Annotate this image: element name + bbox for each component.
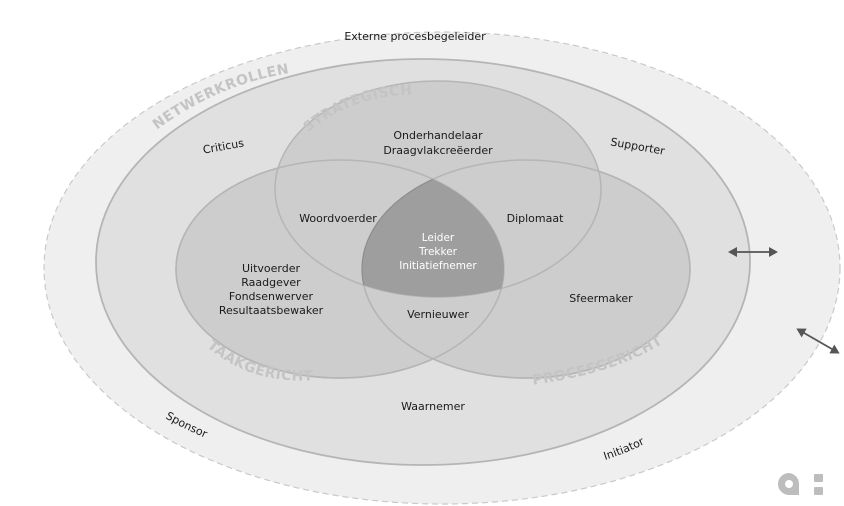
task-role: Raadgever	[241, 276, 301, 289]
task-role: Uitvoerder	[242, 262, 301, 275]
task-role: Resultaatsbewaker	[219, 304, 324, 317]
strategic-task-overlap-label: Woordvoerder	[299, 212, 377, 225]
task-role: Fondsenwerver	[229, 290, 314, 303]
task-process-overlap-label: Vernieuwer	[407, 308, 469, 321]
process-role: Sfeermaker	[569, 292, 633, 305]
double-arrow-icon	[796, 328, 840, 354]
center-role: Trekker	[418, 246, 458, 258]
center-role: Initiatiefnemer	[399, 260, 477, 272]
center-role: Leider	[422, 232, 455, 244]
logo-icon	[778, 473, 823, 495]
waarnemer-label: Waarnemer	[401, 400, 465, 413]
external-facilitator-label: Externe procesbegeleider	[344, 30, 486, 43]
strategic-role: Onderhandelaar	[393, 129, 483, 142]
center-intersection	[361, 160, 504, 297]
strategic-process-overlap-label: Diplomaat	[507, 212, 564, 225]
strategic-role: Draagvlakcreëerder	[383, 144, 493, 157]
double-arrow-icon	[728, 247, 778, 257]
